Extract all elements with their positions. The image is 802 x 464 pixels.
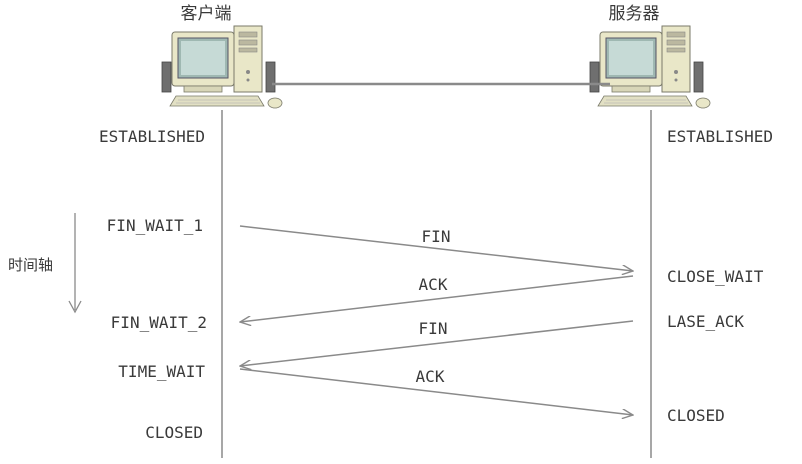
- message-label-ack-2: ACK: [416, 367, 445, 386]
- server-state-last-ack: LASE_ACK: [667, 312, 744, 331]
- message-arrow-ack-1: [240, 275, 634, 322]
- client-computer-icon: [161, 25, 283, 109]
- client-host-label: 客户端: [181, 4, 232, 24]
- server-computer-icon: [589, 25, 711, 109]
- time-axis-label: 时间轴: [8, 256, 53, 274]
- client-state-closed: CLOSED: [145, 423, 203, 442]
- message-label-fin-2: FIN: [419, 319, 448, 338]
- message-arrow-fin-1: [239, 225, 633, 271]
- client-state-fin-wait-1: FIN_WAIT_1: [107, 216, 203, 235]
- server-state-close-wait: CLOSE_WAIT: [667, 267, 764, 286]
- message-arrow-ack-2: [239, 368, 633, 415]
- message-arrow-fin-2: [240, 320, 634, 366]
- message-label-fin-1: FIN: [422, 227, 451, 246]
- client-state-fin-wait-2: FIN_WAIT_2: [111, 313, 207, 332]
- server-state-established: ESTABLISHED: [667, 127, 773, 146]
- client-state-time-wait: TIME_WAIT: [118, 362, 205, 381]
- time-axis-arrowhead: [68, 300, 82, 314]
- client-state-established: ESTABLISHED: [99, 127, 205, 146]
- message-label-ack-1: ACK: [419, 275, 448, 294]
- server-state-closed: CLOSED: [667, 406, 725, 425]
- server-host-label: 服务器: [609, 4, 660, 24]
